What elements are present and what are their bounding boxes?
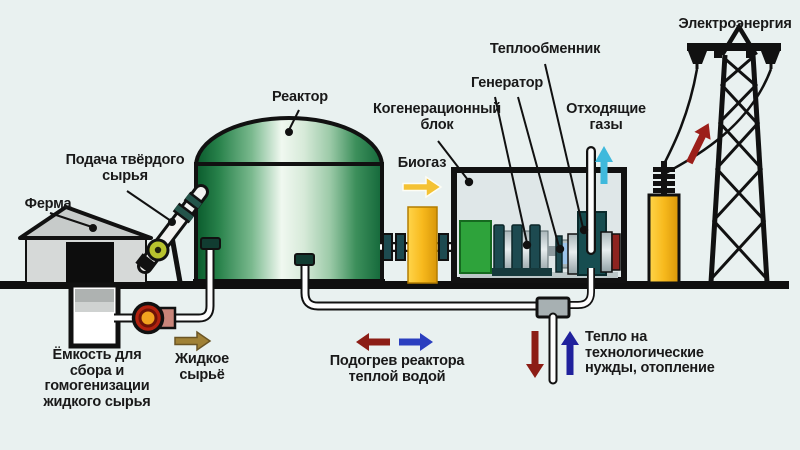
heat-supply-pipe bbox=[560, 268, 595, 309]
label-reactor: Реактор bbox=[272, 89, 328, 105]
label-generator: Генератор bbox=[470, 75, 544, 91]
collection-tank bbox=[68, 282, 121, 349]
power-line-tower bbox=[687, 22, 781, 283]
heat-return-arrow-icon bbox=[561, 331, 579, 375]
label-electricity: Электроэнергия bbox=[678, 16, 792, 32]
flow-arrows bbox=[174, 123, 711, 378]
electricity-arrow-icon bbox=[686, 123, 711, 165]
exhaust-arrow-head-icon bbox=[595, 146, 613, 162]
transformer bbox=[647, 161, 681, 285]
feed-pump bbox=[131, 301, 177, 335]
cogeneration-unit bbox=[451, 167, 627, 283]
drive-shaft bbox=[548, 246, 558, 256]
feed-conveyor bbox=[135, 184, 209, 283]
label-biogas: Биогаз bbox=[397, 155, 447, 171]
heating-return-arrow-icon bbox=[399, 333, 433, 351]
liquid-feed-pipe bbox=[114, 237, 221, 323]
reactor-heating-pipe bbox=[294, 253, 542, 311]
control-cabinet bbox=[459, 220, 492, 274]
label-heat-exchanger: Теплообменник bbox=[489, 41, 601, 57]
reactor-dome bbox=[193, 116, 385, 168]
farm-building bbox=[18, 205, 153, 284]
biogas-arrow-icon bbox=[402, 175, 443, 199]
exhaust-arrow-icon bbox=[600, 160, 608, 184]
heating-supply-arrow-icon bbox=[356, 333, 390, 351]
reactor-tank bbox=[193, 116, 385, 288]
ground-line bbox=[0, 281, 789, 289]
label-farm: Ферма bbox=[24, 196, 72, 212]
gas-engine bbox=[492, 224, 552, 276]
gas-blower bbox=[407, 206, 438, 284]
heat-out-arrow-icon bbox=[526, 331, 544, 378]
liquid-feed-arrow-icon bbox=[174, 330, 212, 352]
label-pointer-lines bbox=[49, 63, 589, 254]
barn-door bbox=[66, 242, 114, 283]
